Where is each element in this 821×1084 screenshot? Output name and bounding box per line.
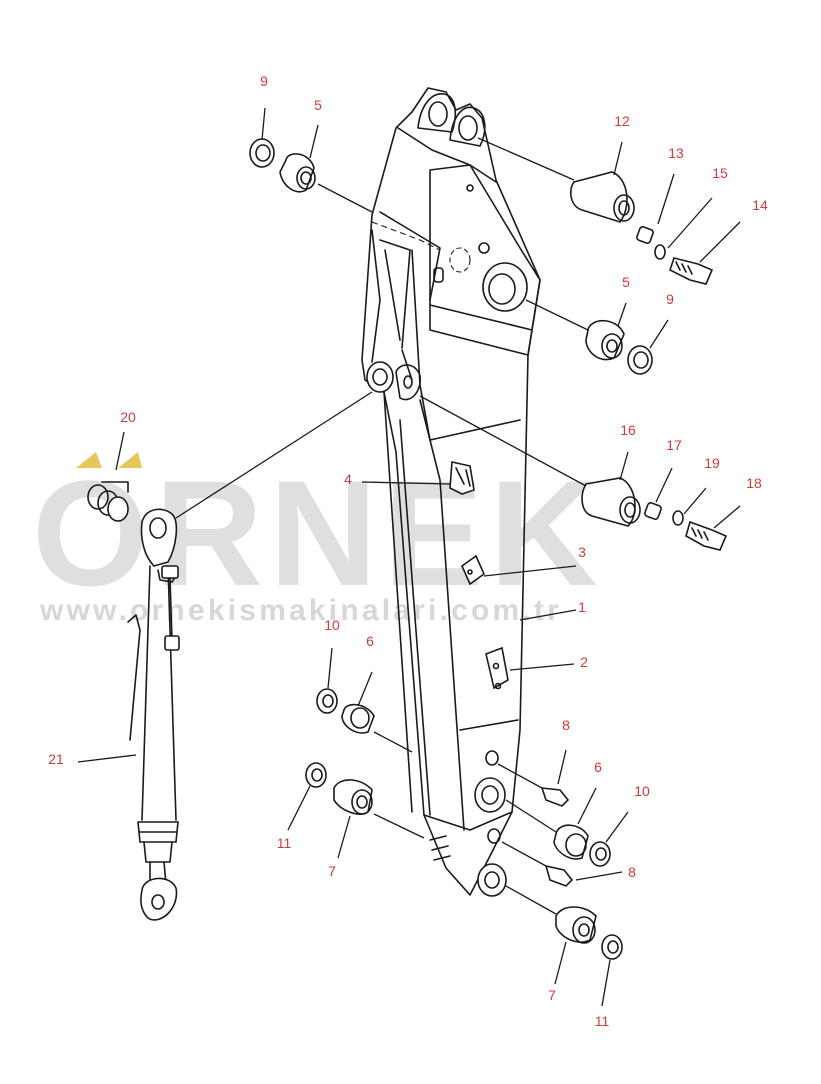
- callout-19: 19: [704, 455, 720, 471]
- callout-5b: 5: [622, 274, 630, 290]
- callout-16: 16: [620, 422, 636, 438]
- watermark-brand: ORNEK: [32, 449, 604, 617]
- flanged-bushing-7b: [555, 906, 597, 943]
- callout-18: 18: [746, 475, 762, 491]
- pin-12: [569, 171, 628, 223]
- seal-11a: [305, 762, 327, 788]
- callout-labels: 9 5 12 13 15 14 5 9 20 4 16 17 19 18 3 1…: [48, 73, 768, 1029]
- callout-7a: 7: [328, 863, 336, 879]
- callout-17: 17: [666, 437, 682, 453]
- bushing-5a: [279, 153, 315, 193]
- callout-10b: 10: [634, 783, 650, 799]
- shim-20: [87, 484, 109, 510]
- callout-6b: 6: [594, 759, 602, 775]
- callout-4: 4: [344, 471, 352, 487]
- bushing-6b: [553, 824, 589, 860]
- grease-nipple-17: [644, 502, 662, 520]
- callout-8a: 8: [562, 717, 570, 733]
- washer-15: [654, 244, 666, 260]
- callout-1: 1: [578, 599, 586, 615]
- callout-6a: 6: [366, 633, 374, 649]
- callout-11b: 11: [595, 1013, 610, 1029]
- seal-ring-9b: [627, 345, 653, 375]
- callout-7b: 7: [548, 987, 556, 1003]
- watermark: ORNEK www.ornekismakinalari.com.tr: [32, 449, 604, 627]
- pin-16: [581, 477, 636, 527]
- callout-5a: 5: [314, 97, 322, 113]
- watermark-url: www.ornekismakinalari.com.tr: [39, 594, 562, 627]
- grease-nipple-13: [636, 226, 654, 244]
- callout-20: 20: [120, 409, 136, 425]
- callout-13: 13: [668, 145, 684, 161]
- boom-arm: [361, 87, 541, 897]
- callout-11a: 11: [277, 835, 292, 851]
- grease-fitting-8b: [544, 864, 574, 887]
- seal-11b: [601, 934, 623, 960]
- callout-10a: 10: [324, 617, 340, 633]
- callout-3: 3: [578, 544, 586, 560]
- seal-10a: [316, 688, 338, 714]
- callout-14: 14: [752, 197, 768, 213]
- boom-cylinder: [127, 508, 180, 921]
- watermark-logo-icon: [76, 452, 142, 468]
- callout-15: 15: [712, 165, 728, 181]
- grease-fitting-8a: [540, 787, 570, 807]
- callout-21: 21: [48, 751, 64, 767]
- washer-19: [672, 510, 684, 526]
- callout-2: 2: [580, 654, 588, 670]
- seal-10b: [589, 841, 611, 867]
- callout-8b: 8: [628, 864, 636, 880]
- callout-leaders: [77, 107, 741, 1007]
- callout-9a: 9: [260, 73, 268, 89]
- hardware-parts: [87, 138, 728, 960]
- assembly-lines: [175, 137, 589, 915]
- callout-12: 12: [614, 113, 630, 129]
- callout-9b: 9: [666, 291, 674, 307]
